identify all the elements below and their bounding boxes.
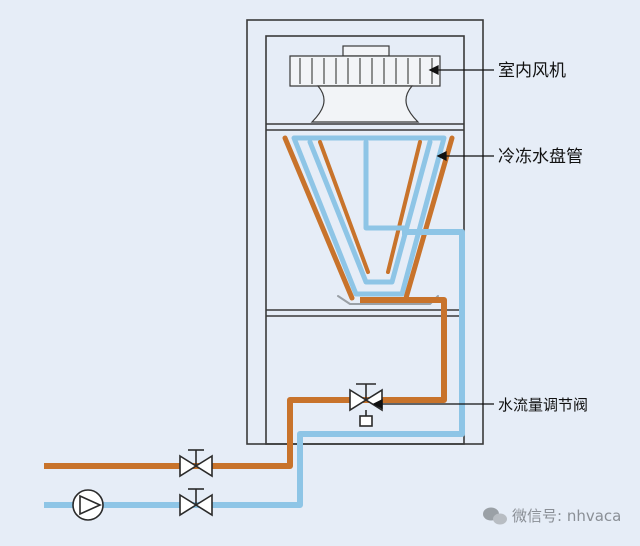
fan-inlet (310, 85, 420, 123)
gate-valve-icon (179, 488, 213, 517)
watermark-text: 微信号: nhvaca (512, 507, 621, 525)
fan-housing (289, 55, 441, 87)
pump-icon (72, 489, 104, 521)
leader-lines (372, 64, 494, 410)
wechat-icon (483, 507, 507, 525)
coil-outer-return (291, 135, 447, 297)
coil-outer-supply (282, 135, 455, 301)
coil-header (363, 139, 409, 231)
fan-motor (342, 45, 390, 57)
return-pipe (44, 229, 465, 508)
fan-blades (299, 58, 433, 84)
coil-inner-return (307, 139, 433, 285)
label-flow-control-valve: 水流量调节阀 (498, 396, 588, 414)
watermark: 微信号: nhvaca (483, 507, 621, 525)
label-chilled-water-coil: 冷冻水盘管 (498, 147, 583, 167)
coil-inner-supply (318, 140, 422, 274)
label-indoor-fan: 室内风机 (498, 61, 566, 81)
fan-icon (289, 45, 441, 123)
gate-valve-icon (179, 449, 213, 478)
chilled-water-coil (282, 135, 455, 305)
cabinet (246, 19, 484, 445)
